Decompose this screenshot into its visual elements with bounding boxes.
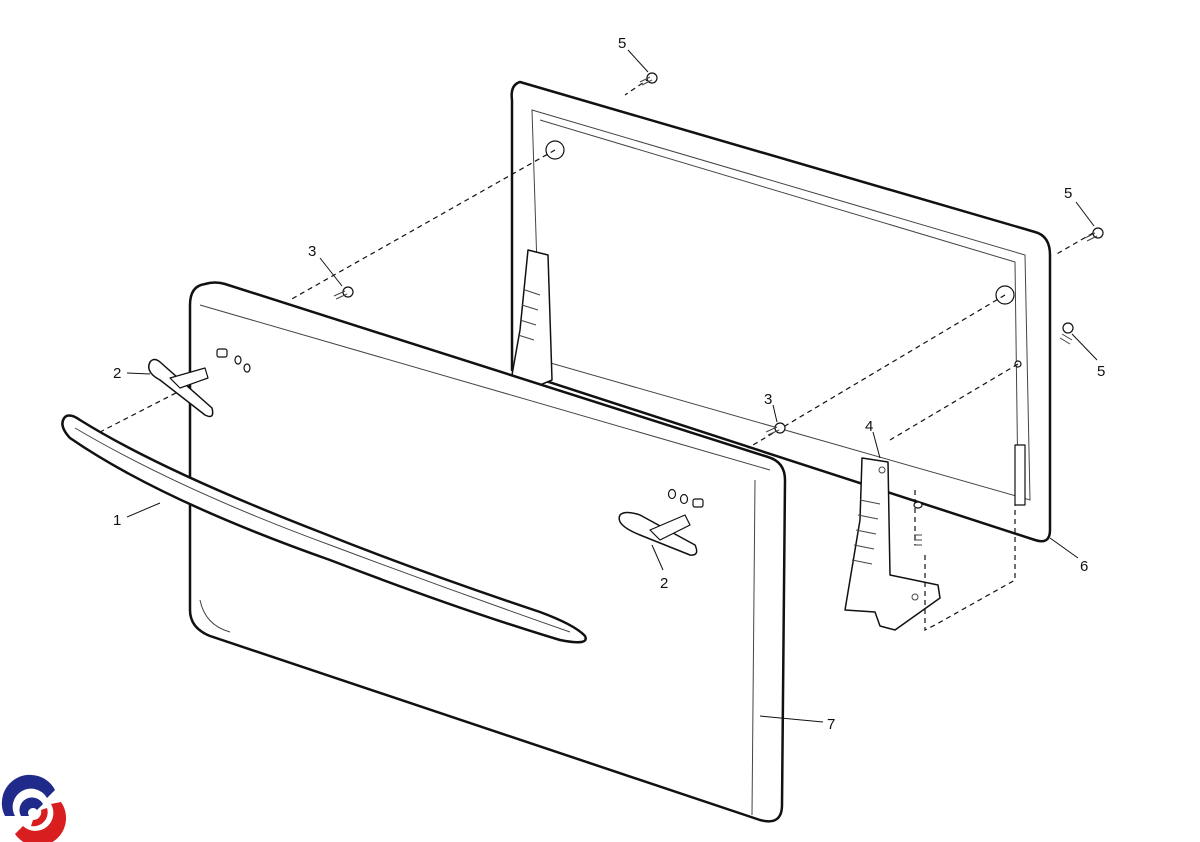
inner-door-panel — [510, 80, 1052, 543]
callout-7: 7 — [827, 716, 835, 733]
callout-4: 4 — [865, 418, 873, 435]
brand-logo — [1, 774, 67, 842]
screw-3b — [765, 422, 786, 436]
outer-door-panel — [188, 281, 787, 823]
screw-hinge — [913, 501, 923, 546]
handle-bracket-right — [618, 511, 698, 556]
callouts: 5 5 5 3 3 2 2 1 4 6 7 — [113, 35, 1105, 733]
callout-6: 6 — [1080, 558, 1088, 575]
callout-3-left: 3 — [308, 243, 316, 260]
callout-1: 1 — [113, 512, 121, 529]
callout-2-left: 2 — [113, 365, 121, 382]
screw-5a — [639, 72, 658, 86]
hinge — [844, 457, 941, 631]
callout-3-right: 3 — [764, 391, 772, 408]
screw-5b — [1084, 227, 1104, 242]
screw-3a — [333, 286, 354, 300]
mounting-holes — [216, 348, 704, 508]
screw-5c — [1059, 322, 1074, 345]
screws — [333, 72, 1104, 546]
callout-5-right-top: 5 — [1064, 185, 1072, 202]
handle-bracket-left — [148, 358, 214, 418]
callout-5-top: 5 — [618, 35, 626, 52]
callout-2-right: 2 — [660, 575, 668, 592]
door-handle — [61, 414, 587, 644]
callout-5-right: 5 — [1097, 363, 1105, 380]
